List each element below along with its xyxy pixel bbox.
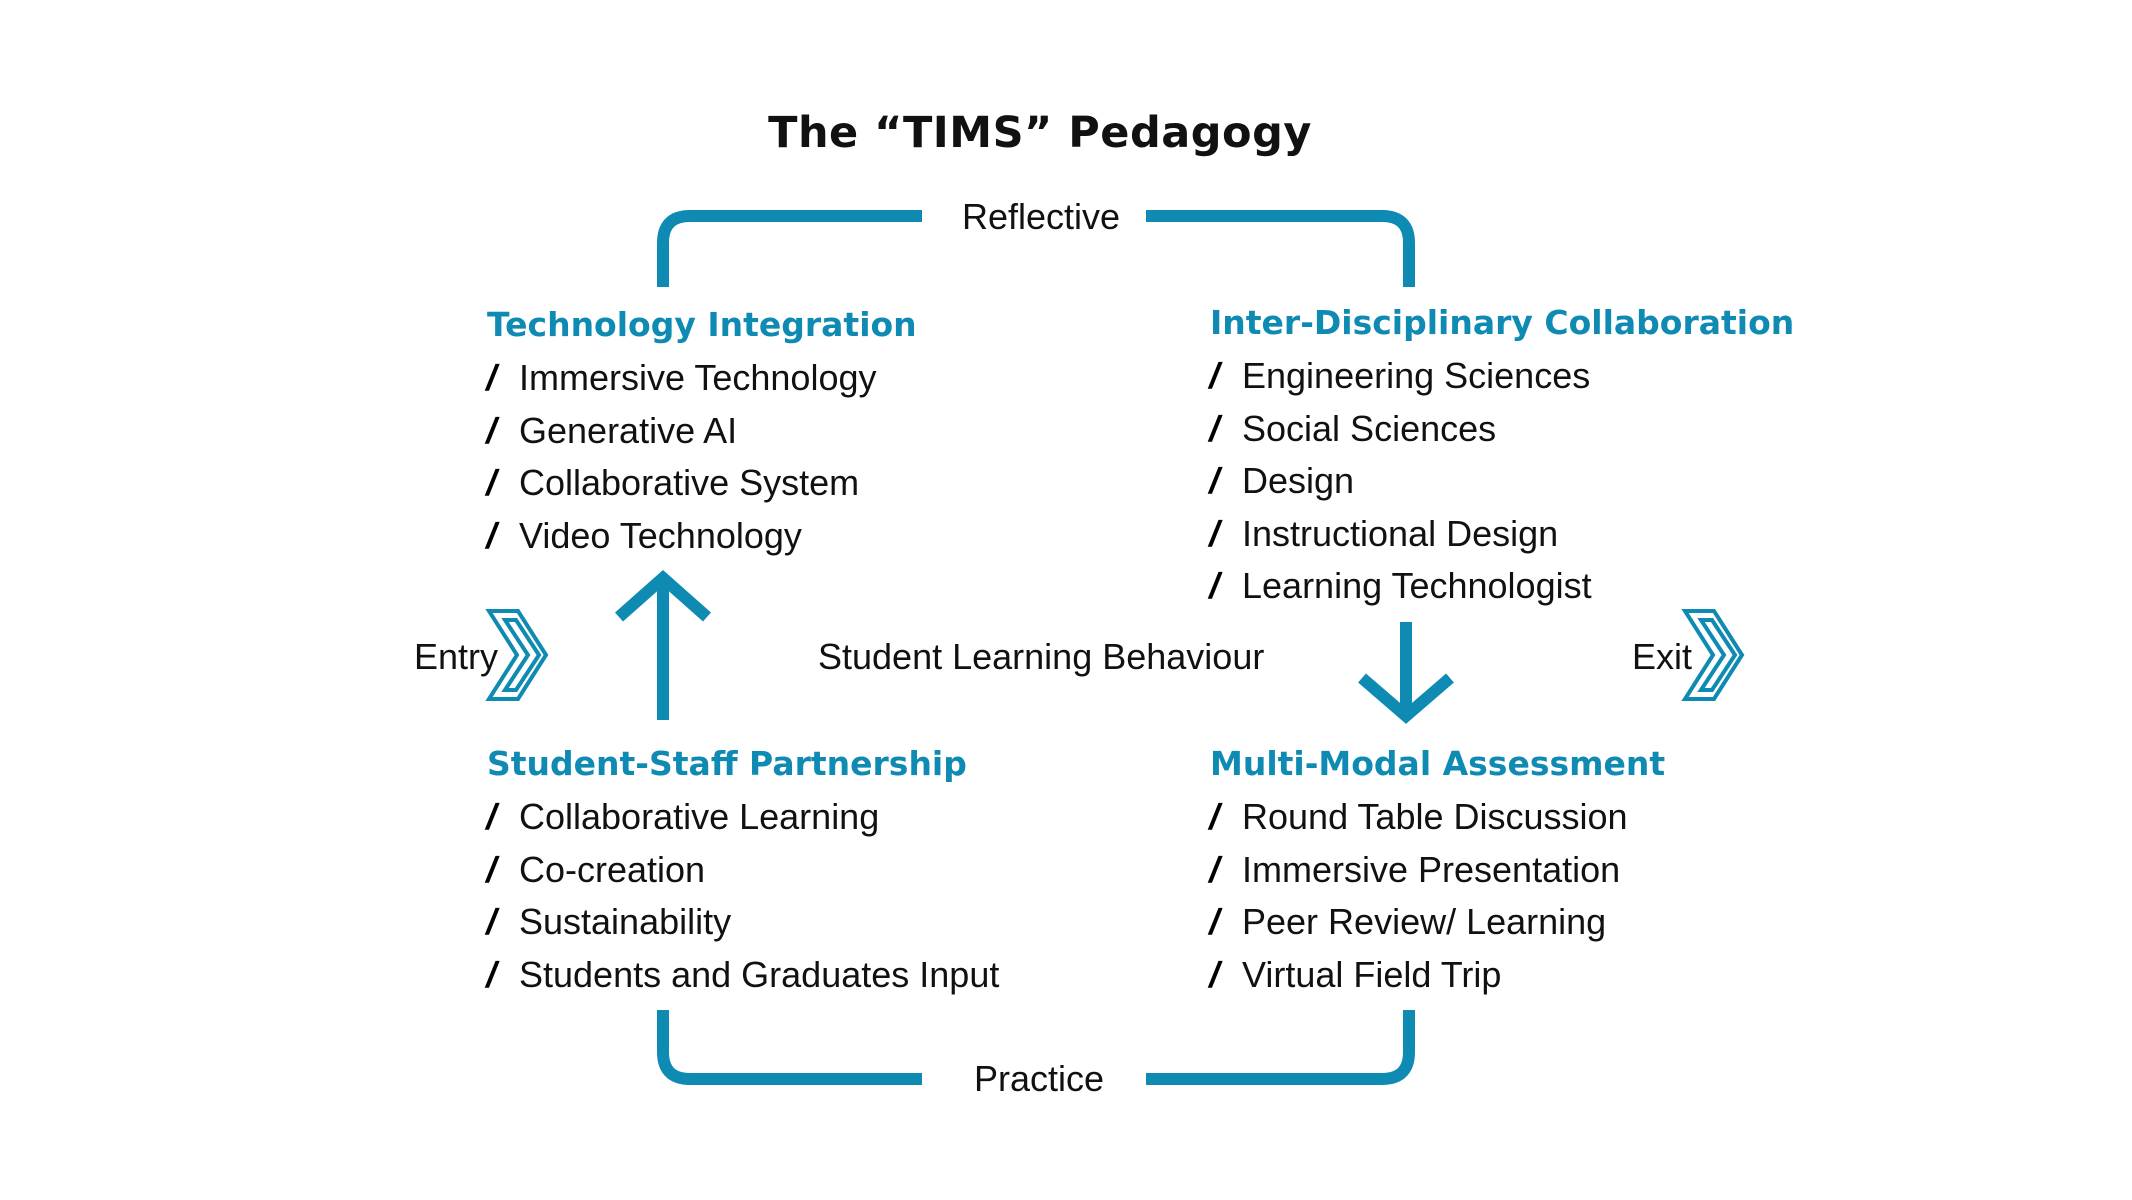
list-item: /Engineering Sciences [1206,350,1794,403]
quadrant-student-staff: Student-Staff Partnership /Collaborative… [483,744,1000,1002]
top-right-bracket [1146,210,1415,287]
list-item: /Video Technology [483,510,917,563]
entry-chevron-inner-icon [501,618,542,692]
list-item: /Design [1206,455,1794,508]
list-item: /Instructional Design [1206,508,1794,561]
list-item: /Peer Review/ Learning [1206,896,1665,949]
exit-label: Exit [1632,636,1693,677]
quadrant-inter-disciplinary: Inter-Disciplinary Collaboration /Engine… [1206,303,1795,613]
bottom-left-bracket [657,1010,922,1085]
quadrant-technology-integration: Technology Integration /Immersive Techno… [483,305,917,563]
top-left-bracket [657,210,922,287]
list-item: /Immersive Presentation [1206,844,1665,897]
item-list: /Engineering Sciences /Social Sciences /… [1206,350,1794,613]
list-item: /Learning Technologist [1206,560,1794,613]
list-item: /Co-creation [483,844,999,897]
bottom-right-bracket [1146,1010,1415,1085]
center-label: Student Learning Behaviour [818,636,1265,677]
quadrant-heading: Inter-Disciplinary Collaboration [1210,303,1795,342]
list-item: /Collaborative Learning [483,791,999,844]
reflective-label: Reflective [962,196,1121,237]
quadrant-heading: Multi-Modal Assessment [1210,744,1666,783]
list-item: /Round Table Discussion [1206,791,1665,844]
exit-chevron-icon [1681,609,1745,701]
list-item: /Collaborative System [483,457,917,510]
down-arrow [1358,622,1454,724]
list-item: /Sustainability [483,896,999,949]
item-list: /Collaborative Learning /Co-creation /Su… [483,791,1000,1002]
quadrant-multi-modal: Multi-Modal Assessment /Round Table Disc… [1206,744,1666,1002]
list-item: /Generative AI [483,405,917,458]
diagram-title: The “TIMS” Pedagogy [768,108,1312,158]
list-item: /Students and Graduates Input [483,949,1000,1002]
list-item: /Social Sciences [1206,403,1794,456]
quadrant-heading: Student-Staff Partnership [487,744,967,783]
entry-chevron-icon [485,609,549,701]
list-item: /Immersive Technology [483,352,917,405]
up-arrow [615,569,711,720]
item-list: /Round Table Discussion /Immersive Prese… [1206,791,1665,1002]
practice-label: Practice [974,1058,1105,1099]
item-list: /Immersive Technology /Generative AI /Co… [483,352,917,563]
exit-chevron-inner-icon [1697,618,1738,692]
quadrant-heading: Technology Integration [487,305,917,344]
entry-label: Entry [414,636,499,677]
list-item: /Virtual Field Trip [1206,949,1665,1002]
